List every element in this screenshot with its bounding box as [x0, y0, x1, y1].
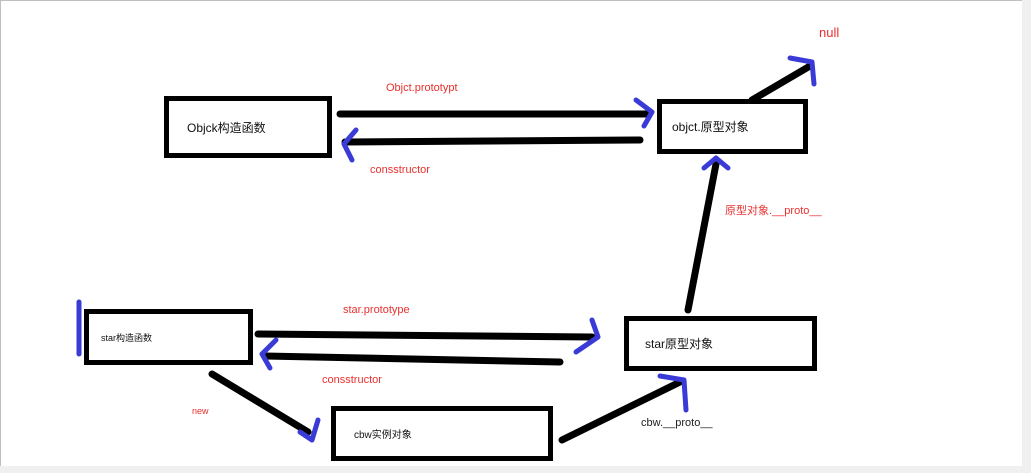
arrow-head-cbw-proto — [657, 373, 689, 413]
arrow-head-proto-chain — [701, 155, 731, 171]
arrow-constructor-top — [341, 136, 644, 146]
arrow-head-star-prototype — [573, 317, 601, 355]
right-edge-strip — [1022, 0, 1031, 473]
arrow-head-constructor-bottom — [259, 337, 279, 371]
bottom-edge-strip — [0, 466, 1031, 473]
arrow-to-null — [748, 62, 814, 104]
label-cbw-proto: cbw.__proto__ — [641, 417, 713, 429]
arrow-star-prototype — [254, 330, 596, 341]
node-star-prototype: star原型对象 — [624, 316, 817, 371]
node-object-constructor-label: Objck构造函数 — [187, 120, 266, 135]
label-star-prototype: star.prototype — [343, 304, 410, 316]
node-cbw-instance: cbw实例对象 — [331, 406, 553, 461]
label-new: new — [192, 406, 209, 416]
node-cbw-instance-label: cbw实例对象 — [354, 430, 412, 441]
arrow-cbw-proto — [558, 378, 684, 444]
arrow-head-null — [787, 55, 817, 87]
node-star-constructor: star构造函数 — [84, 309, 253, 365]
label-null: null — [819, 25, 840, 40]
arrow-head-new — [297, 417, 321, 443]
arrow-new — [208, 370, 312, 436]
node-object-constructor: Objck构造函数 — [164, 96, 332, 158]
label-constructor-bottom: consstructor — [322, 374, 382, 386]
label-objct-prototype: Objct.prototypt — [386, 82, 458, 94]
node-object-prototype: objct.原型对象 — [657, 99, 808, 154]
arrow-head-constructor-top — [341, 127, 359, 163]
node-star-constructor-label: star构造函数 — [101, 332, 153, 343]
arrow-constructor-bottom — [261, 352, 564, 366]
label-constructor-top: consstructor — [370, 164, 430, 176]
label-proto-chain: 原型对象.__proto__ — [725, 205, 822, 217]
arrow-proto-chain — [684, 160, 720, 314]
node-object-prototype-label: objct.原型对象 — [672, 120, 749, 134]
arrow-head-objct-prototype — [633, 97, 655, 129]
node-star-prototype-label: star原型对象 — [645, 337, 714, 351]
